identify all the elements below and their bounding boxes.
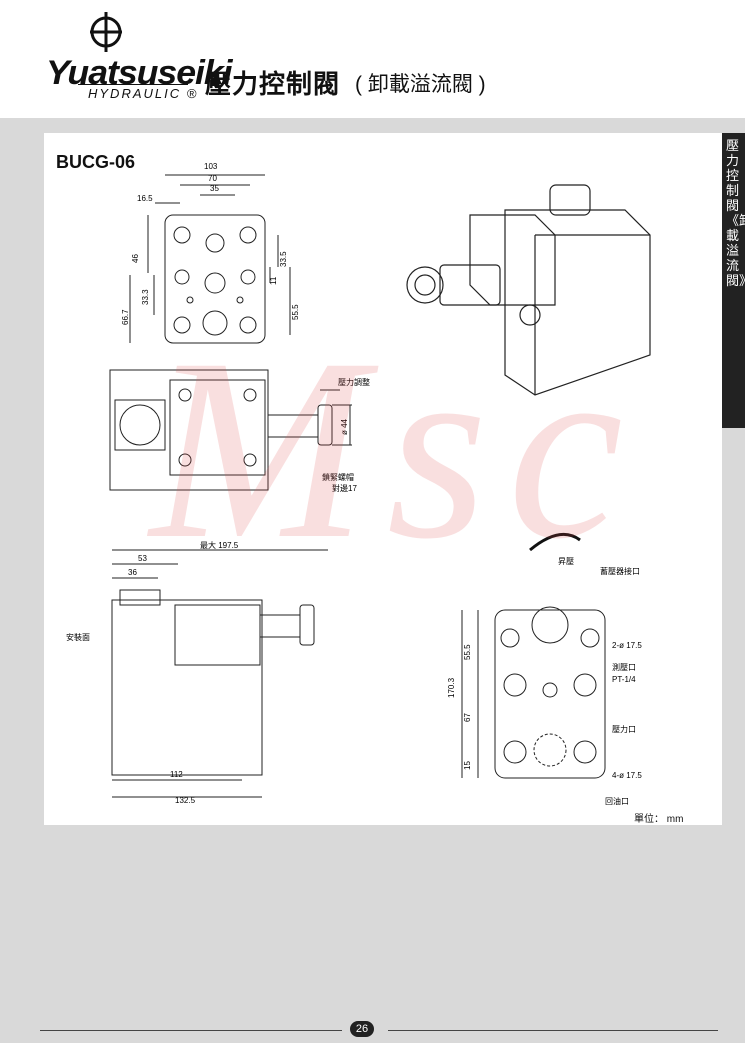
dim-11: 11 <box>269 276 278 285</box>
label-across-flats: 對邊17 <box>332 483 357 493</box>
dim-46: 46 <box>131 254 140 263</box>
dim-33-5: 33.5 <box>279 251 288 267</box>
dim-53: 53 <box>138 554 147 563</box>
label-2-dia-17-5: 2-ø 17.5 <box>612 641 642 650</box>
dim-16-5: 16.5 <box>137 194 153 203</box>
front-view-drawing: 最大 197.5 53 36 安裝面 112 132.5 <box>66 540 328 805</box>
side-tab <box>722 133 745 428</box>
page-title: 壓力控制閥 <box>205 69 341 99</box>
logo-rule <box>78 84 188 85</box>
dim-67: 67 <box>463 713 472 722</box>
label-lock-nut: 鎖緊螺帽 <box>322 472 354 482</box>
label-gauge-port: 測壓口 <box>612 662 636 672</box>
valve-isometric-illustration <box>406 184 651 396</box>
logo-wordmark: Yuatsuseiki <box>46 54 233 92</box>
logo-subtitle: HYDRAULIC ® <box>88 86 199 101</box>
dim-66-7: 66.7 <box>121 309 130 325</box>
dim-132-5: 132.5 <box>175 796 196 805</box>
footer-rule-left <box>40 1030 342 1031</box>
dim-15: 15 <box>463 761 472 770</box>
dim-33-3: 33.3 <box>141 289 150 305</box>
page-number: 26 <box>350 1021 374 1037</box>
mounting-view-drawing: 昇壓 蓄壓器接口 55.5 2-ø 17.5 測壓口 PT-1/4 170.3 … <box>447 532 642 806</box>
label-return-port: 回油口 <box>605 796 629 806</box>
dim-103: 103 <box>204 162 218 171</box>
label-pt-1-4: PT-1/4 <box>612 675 636 684</box>
watermark: Msc <box>150 305 644 593</box>
unit-label: 單位： mm <box>634 814 684 825</box>
dim-55-5: 55.5 <box>291 304 300 320</box>
side-tab-label: 壓力控制閥《卸載溢流閥》 <box>726 138 745 288</box>
dim-35: 35 <box>210 184 219 193</box>
dim-max-197-5: 最大 197.5 <box>200 540 239 550</box>
logo-emblem-icon <box>90 12 122 52</box>
page-subtitle: ( 卸載溢流閥 ) <box>355 73 486 96</box>
footer-rule-right <box>388 1030 718 1031</box>
label-dia-44: ø 44 <box>340 418 349 435</box>
label-pressure-handle: 壓力調整把手 <box>338 377 370 387</box>
rotation-arrow-icon <box>529 532 581 552</box>
label-4-dia-17-5: 4-ø 17.5 <box>612 771 642 780</box>
dim-112: 112 <box>170 770 183 779</box>
label-accumulator-port: 蓄壓器接口 <box>600 566 640 576</box>
label-pressure-port: 壓力口 <box>612 724 636 734</box>
label-pressure-up: 昇壓 <box>558 557 574 566</box>
dim-170-3: 170.3 <box>447 677 456 698</box>
drawing-panel <box>44 133 722 825</box>
label-mounting-face: 安裝面 <box>66 632 90 642</box>
dim-36: 36 <box>128 568 137 577</box>
page-header: Yuatsuseiki HYDRAULIC ® 壓力控制閥 ( 卸載溢流閥 ) <box>0 0 745 118</box>
dim-55-5-mount: 55.5 <box>463 644 472 660</box>
dim-70: 70 <box>208 174 217 183</box>
top-view-drawing: 103 70 35 16.5 46 33.3 66.7 33.5 11 55.5 <box>121 162 300 344</box>
model-label: BUCG-06 <box>56 152 136 172</box>
side-view-drawing: 壓力調整把手 ø 44 鎖緊螺帽 對邊17 <box>109 369 370 493</box>
